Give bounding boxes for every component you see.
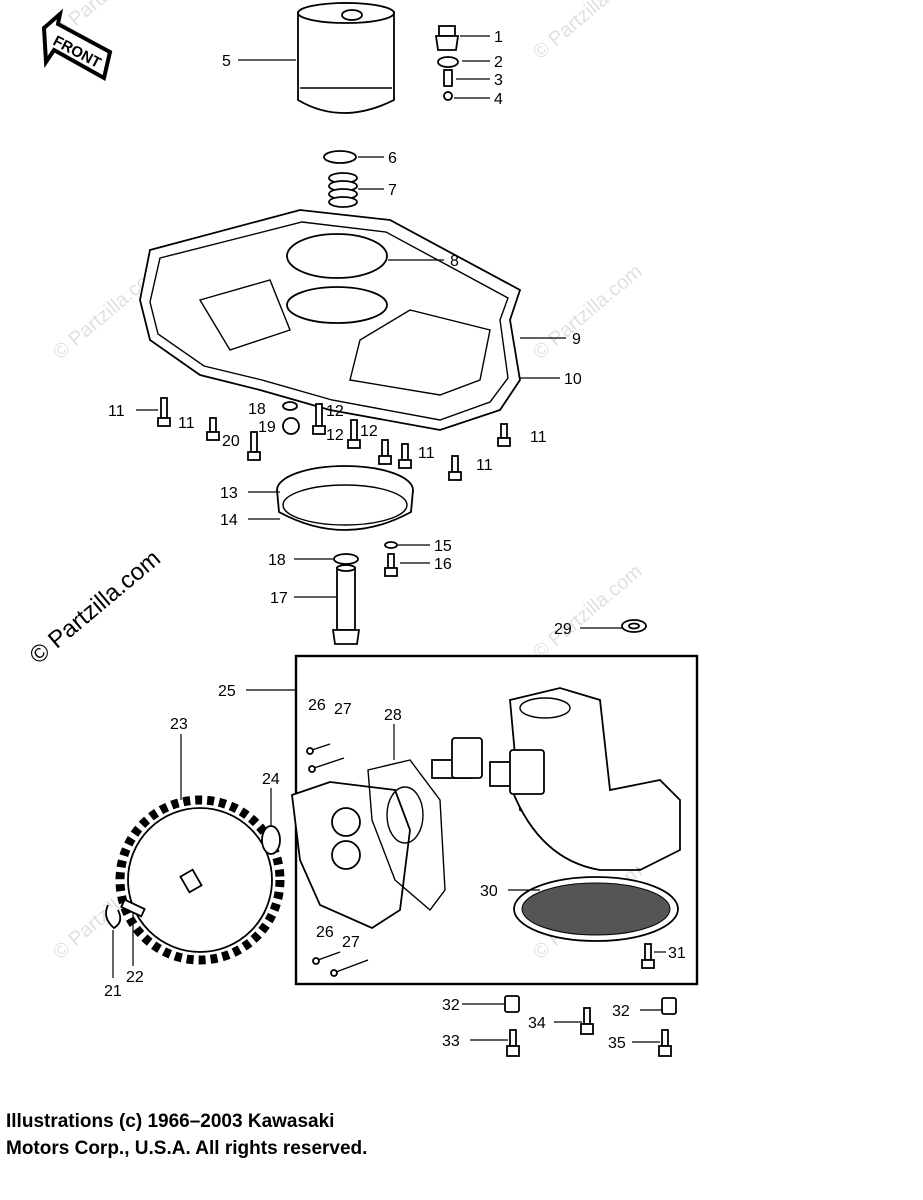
callout-29: 29 — [554, 621, 572, 638]
washer — [323, 150, 357, 164]
callout-11: 11 — [476, 457, 493, 474]
callout-11: 11 — [530, 429, 547, 446]
oil-pump-gear — [115, 795, 285, 965]
circlip — [105, 904, 122, 930]
callout-32: 32 — [442, 997, 460, 1014]
callout-3: 3 — [494, 72, 503, 89]
watermark-text: © Partzilla.com — [529, 560, 646, 663]
oil-filter — [297, 2, 395, 114]
callout-12: 12 — [326, 427, 344, 444]
callout-7: 7 — [388, 182, 397, 199]
callout-28: 28 — [384, 707, 402, 724]
callout-17: 17 — [270, 590, 288, 607]
callout-19: 19 — [258, 419, 276, 436]
oil-pipe — [331, 564, 361, 645]
spring — [328, 172, 358, 208]
watermark-text: © Partzilla.com — [529, 0, 646, 64]
screws — [306, 743, 655, 977]
copyright-line-1: Illustrations (c) 1966–2003 Kawasaki — [6, 1111, 335, 1132]
watermark-text: © Partzilla.com — [25, 545, 166, 670]
callout-32: 32 — [612, 1003, 630, 1020]
callout-8: 8 — [450, 253, 459, 270]
callout-33: 33 — [442, 1033, 460, 1050]
callout-18: 18 — [268, 552, 286, 569]
callout-26: 26 — [308, 697, 326, 714]
callout-1: 1 — [494, 29, 503, 46]
callout-35: 35 — [608, 1035, 626, 1052]
callout-13: 13 — [220, 485, 238, 502]
callout-31: 31 — [668, 945, 686, 962]
watermark-text: © Partzilla.com — [529, 260, 646, 363]
callout-23: 23 — [170, 716, 188, 733]
fasteners-bottom — [504, 995, 677, 1057]
washer — [261, 825, 281, 855]
callout-16: 16 — [434, 556, 452, 573]
callout-27: 27 — [342, 934, 360, 951]
callout-11: 11 — [418, 445, 435, 462]
callout-22: 22 — [126, 969, 144, 986]
washer-hole — [628, 622, 640, 630]
bolts — [157, 397, 511, 577]
pin — [120, 898, 146, 918]
callout-26: 26 — [316, 924, 334, 941]
callout-18: 18 — [248, 401, 266, 418]
copyright-notice: Illustrations (c) 1966–2003 Kawasaki Mot… — [6, 1108, 367, 1162]
oil-pump-cover — [291, 781, 411, 930]
callout-15: 15 — [434, 538, 452, 555]
callout-4: 4 — [494, 91, 503, 108]
callout-11: 11 — [108, 403, 125, 420]
callout-6: 6 — [388, 150, 397, 167]
leader-lines — [112, 35, 666, 1043]
callout-30: 30 — [480, 883, 498, 900]
callout-11: 11 — [178, 415, 195, 432]
callout-12: 12 — [360, 423, 378, 440]
callout-21: 21 — [104, 983, 122, 1000]
gasket — [367, 759, 446, 912]
callout-25: 25 — [218, 683, 236, 700]
oil-strainer-ring — [276, 465, 414, 531]
callout-10: 10 — [564, 371, 582, 388]
callout-34: 34 — [528, 1015, 546, 1032]
callout-2: 2 — [494, 54, 503, 71]
copyright-line-2: Motors Corp., U.S.A. All rights reserved… — [6, 1138, 368, 1159]
callouts: 1 2 3 4 5 6 7 8 9 10 11 11 11 11 11 12 1… — [104, 29, 686, 1052]
oil-pan-assembly — [139, 209, 522, 431]
callout-12: 12 — [326, 403, 344, 420]
callout-9: 9 — [572, 331, 581, 348]
callout-24: 24 — [262, 771, 280, 788]
callout-20: 20 — [222, 433, 240, 450]
callout-14: 14 — [220, 512, 238, 529]
o-ring — [333, 553, 359, 565]
callout-5: 5 — [222, 53, 231, 70]
oil-pump-body — [431, 687, 681, 871]
callout-27: 27 — [334, 701, 352, 718]
bypass-valve-parts — [434, 25, 460, 101]
oil-screen — [513, 876, 679, 942]
